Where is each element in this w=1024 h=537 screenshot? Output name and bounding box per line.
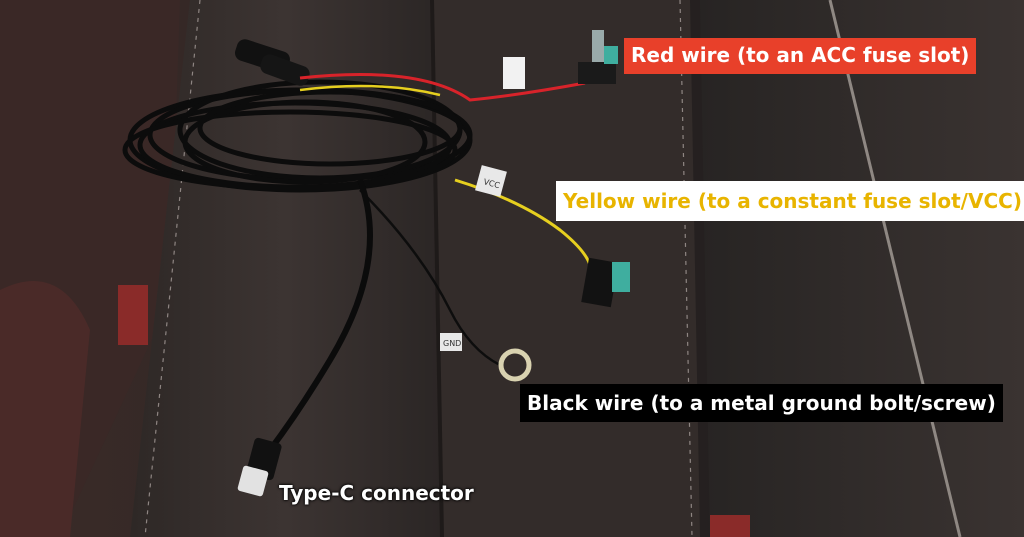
type-c-plug (237, 465, 269, 497)
acc-fuse-teal (604, 46, 618, 64)
red-seat-accent-2 (710, 515, 750, 537)
armrest-left-pad (130, 0, 440, 537)
right-seat (700, 0, 1024, 537)
seat-piping (828, 0, 962, 537)
yellow-wire-tag (475, 165, 507, 197)
ground-tag (440, 333, 462, 351)
armrest-right-pad (430, 0, 700, 537)
black-wire-label: Black wire (to a metal ground bolt/screw… (520, 384, 1003, 422)
wire-coil (122, 79, 473, 193)
type-c-cable (267, 178, 373, 452)
inline-fuse-holder-2 (260, 54, 310, 86)
ring-terminal (498, 348, 532, 382)
red-wire-tag (503, 57, 525, 89)
yellow-wire-label: Yellow wire (to a constant fuse slot/VCC… (556, 181, 1024, 221)
yellow-wire-tag-text: VCC (482, 177, 501, 190)
acc-fuse-blade (592, 30, 604, 62)
constant-fuse-teal (612, 262, 630, 292)
armrest-seam (430, 0, 444, 537)
red-seat-accent (118, 285, 148, 345)
constant-fuse-tap (581, 257, 619, 308)
left-seat-bolster (0, 281, 90, 537)
acc-fuse-tap (578, 62, 616, 84)
black-ground-wire (359, 189, 501, 367)
yellow-wire-upper (299, 84, 441, 97)
red-wire-label: Red wire (to an ACC fuse slot) (624, 38, 977, 74)
red-wire (299, 72, 586, 102)
type-c-connector-label: Type-C connector (279, 481, 474, 505)
ground-tag-text: GND (443, 339, 461, 348)
